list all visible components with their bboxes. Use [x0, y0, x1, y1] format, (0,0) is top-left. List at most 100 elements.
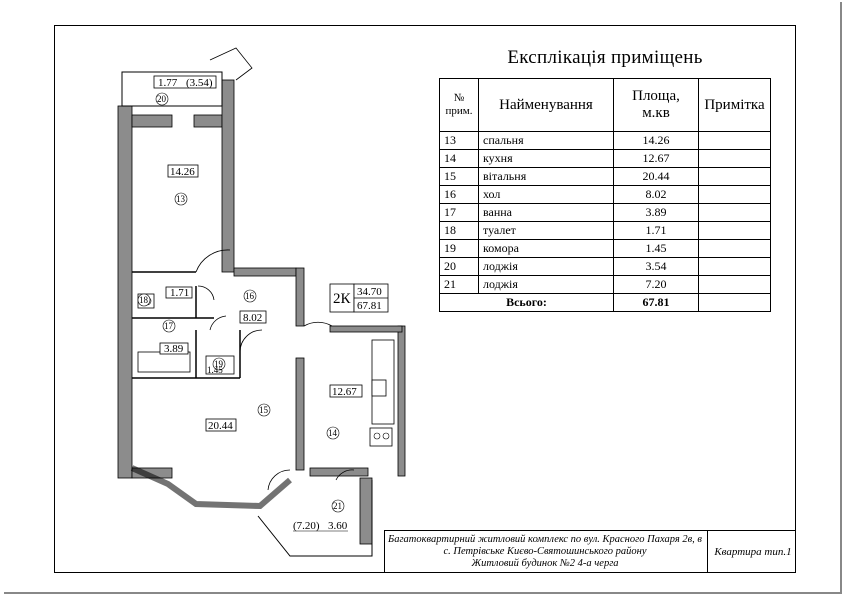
cell-area: 20.44	[613, 167, 699, 186]
wall-hall-top	[233, 267, 297, 277]
title-block-divider	[707, 531, 708, 573]
area-r14: 12.67	[332, 386, 357, 398]
header-num: № прим.	[439, 78, 479, 132]
cell-area: 7.20	[613, 275, 699, 294]
door-bedroom	[195, 249, 231, 273]
area-r21-a: (7.20)	[293, 520, 320, 532]
area-r15: 20.44	[208, 420, 233, 432]
cell-num: 19	[439, 239, 479, 258]
wall-loggia-21	[359, 477, 373, 545]
area-box-r18	[165, 286, 193, 299]
room-num-circle-13	[174, 192, 188, 206]
header-name: Найменування	[478, 78, 614, 132]
cell-name: спальня	[478, 131, 614, 150]
total-note	[698, 293, 771, 312]
title-block-line-3: Житловий будинок №2 4-а черга	[471, 558, 619, 569]
cell-name: хол	[478, 185, 614, 204]
cell-note	[698, 239, 771, 258]
header-area-line2: м.кв	[642, 105, 670, 121]
cell-area: 1.45	[613, 239, 699, 258]
room-num-15: 15	[259, 405, 269, 415]
cell-name: лоджія	[478, 275, 614, 294]
title-block: Багатоквартирний житловий комплекс по ву…	[384, 530, 796, 573]
loggia-21-outline	[257, 480, 373, 557]
cell-area: 12.67	[613, 149, 699, 168]
cell-name: туалет	[478, 221, 614, 240]
loggia-20-outline	[121, 71, 223, 107]
cell-name: ванна	[478, 203, 614, 222]
explication-title: Експлікація приміщень	[507, 47, 703, 68]
room-num-20: 20	[157, 94, 167, 104]
wall-bedroom-right	[221, 79, 235, 273]
room-num-19: 19	[214, 359, 224, 369]
cell-area: 3.54	[613, 257, 699, 276]
cell-note	[698, 257, 771, 276]
apartment-total-area: 67.81	[357, 300, 382, 312]
cell-num: 14	[439, 149, 479, 168]
room-num-circle-16	[243, 289, 257, 303]
room-num-circle-19	[212, 357, 226, 371]
table-header-row: № прим. Найменування Площа, м.кв Примітк…	[439, 78, 771, 132]
room-num-21: 21	[333, 501, 342, 511]
cell-num: 20	[439, 257, 479, 276]
cell-num: 13	[439, 131, 479, 150]
header-num-line2: прим.	[445, 105, 473, 117]
area-r18: 1.71	[170, 287, 189, 299]
area-r19: 1.45	[207, 365, 223, 375]
area-box-r17	[159, 342, 189, 355]
door-closet	[239, 329, 263, 353]
cell-area: 1.71	[613, 221, 699, 240]
area-box-r16	[239, 310, 267, 324]
kitchen-sink	[371, 379, 387, 397]
cell-note	[698, 203, 771, 222]
wall-left-outer	[117, 105, 133, 479]
cell-note	[698, 149, 771, 168]
cell-name: кухня	[478, 149, 614, 168]
apartment-living-area: 34.70	[357, 286, 382, 298]
door-wc	[197, 285, 215, 301]
cell-note	[698, 221, 771, 240]
title-block-text: Багатоквартирний житловий комплекс по ву…	[385, 534, 705, 570]
room-num-17: 17	[164, 321, 174, 331]
table-total-row: Всього: 67.81	[439, 293, 771, 312]
room-num-circle-17	[162, 319, 176, 333]
cell-area: 3.89	[613, 203, 699, 222]
room-num-16: 16	[245, 291, 255, 301]
wall-bedroom-top	[131, 114, 173, 128]
bathtub	[137, 351, 191, 373]
explication-table: № прим. Найменування Площа, м.кв Примітк…	[439, 78, 771, 312]
wall-kitchen-top	[329, 325, 403, 333]
area-box-r13	[167, 164, 199, 178]
header-area: Площа, м.кв	[613, 78, 699, 132]
area-r16: 8.02	[243, 312, 262, 324]
area-box-r20	[153, 75, 217, 89]
wall-hall-right	[295, 267, 305, 327]
total-value: 67.81	[613, 293, 699, 312]
door-bath	[209, 315, 227, 331]
wall-living-kitchen	[295, 357, 305, 471]
cell-area: 8.02	[613, 185, 699, 204]
area-box-r15	[205, 418, 237, 432]
kitchen-stove	[369, 427, 393, 447]
cell-note	[698, 185, 771, 204]
wall-kitchen-right	[397, 325, 406, 477]
title-block-apartment-type: Квартира тип.1	[714, 546, 792, 558]
cell-num: 15	[439, 167, 479, 186]
area-box-r14	[329, 384, 363, 398]
room-num-circle-14	[326, 426, 340, 440]
door-kitchen	[303, 321, 333, 327]
cell-num: 21	[439, 275, 479, 294]
cell-name: комора	[478, 239, 614, 258]
vent-shaft	[209, 47, 253, 81]
wall-kitchen-bottom	[309, 467, 369, 477]
